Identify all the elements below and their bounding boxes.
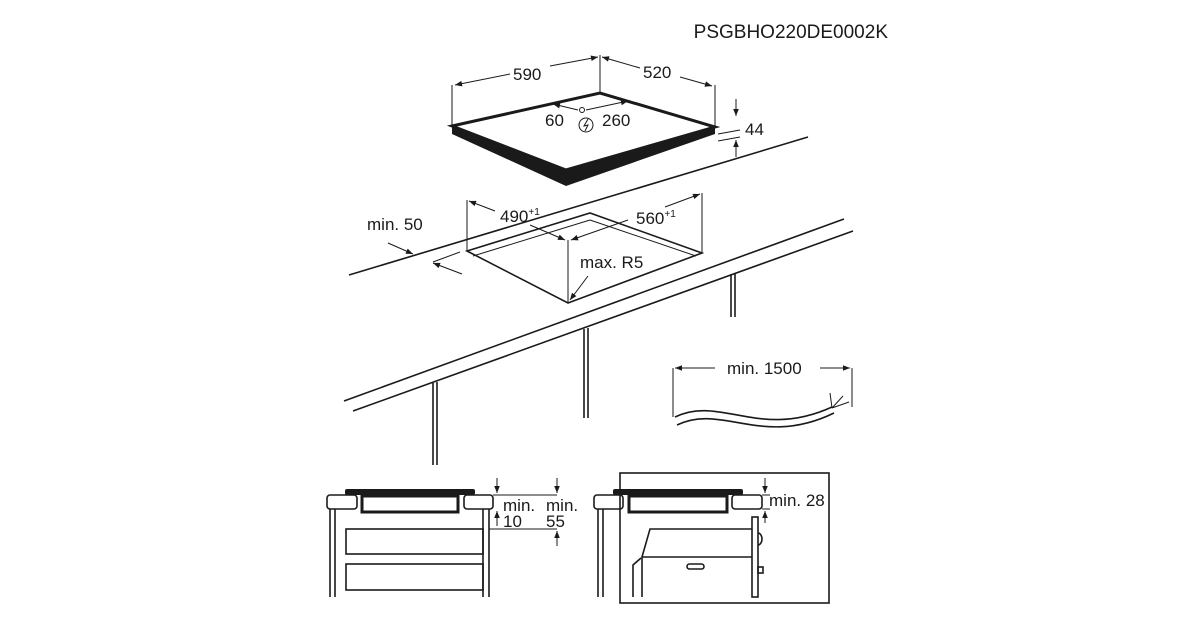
cable-drawing: min. 1500 [672,359,853,428]
worktop-drawing: 490+1 560+1 max. R5 min. 50 [343,136,854,465]
cutout-width: 490 [500,207,528,226]
cutout-depth-label: 560+1 [636,209,676,228]
drawer-clearance-b-label: min. [546,496,578,515]
hob-height-label: 44 [745,120,764,139]
power-connection-icon [578,117,594,133]
oven-clearance-label: min. 28 [769,491,825,510]
drawer-clearance-b-value: 55 [546,512,565,531]
hob-width-label: 590 [513,65,541,84]
model-code: PSGBHO220DE0002K [694,22,889,43]
connection-left-label: 60 [545,111,564,130]
cutout-width-label: 490+1 [500,207,540,226]
hob-drawing: 590 520 60 260 44 [446,55,764,186]
cutout-depth-tolerance: +1 [664,209,676,220]
corner-radius-label: max. R5 [580,253,643,272]
oven-installation-drawing: min. 28 [593,472,830,604]
drawer-clearance-a-value: 10 [503,512,522,531]
drawer-installation-drawing: min. 10 min. 55 [326,478,578,597]
edge-distance-label: min. 50 [367,215,423,234]
cutout-depth: 560 [636,209,664,228]
cable-length-label: min. 1500 [727,359,802,378]
cutout-width-tolerance: +1 [528,207,540,218]
hob-depth-label: 520 [643,63,671,82]
connection-right-label: 260 [602,111,630,130]
drawer-clearance-a-label: min. [503,496,535,515]
